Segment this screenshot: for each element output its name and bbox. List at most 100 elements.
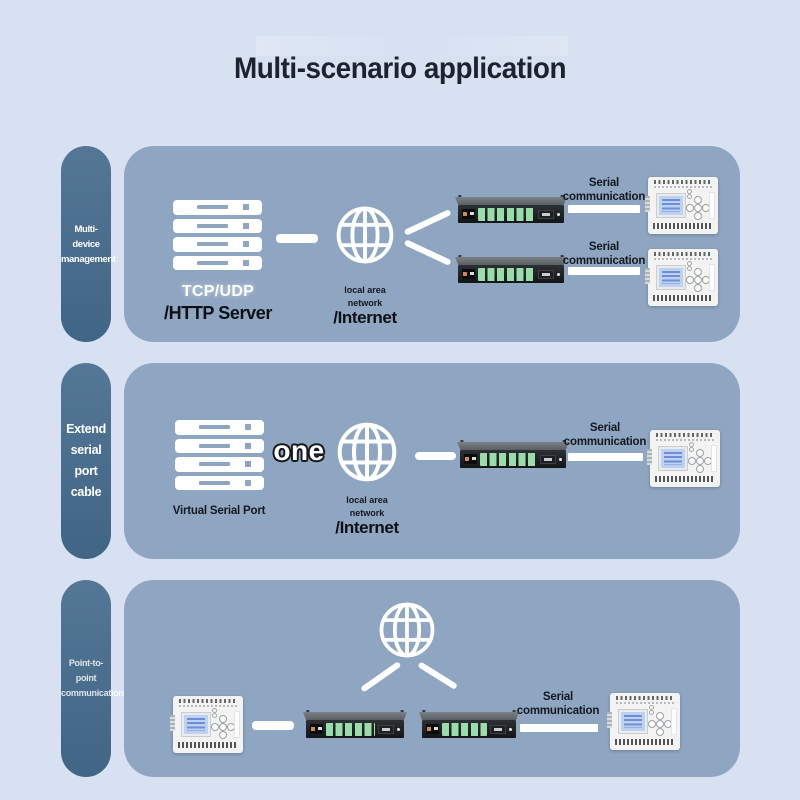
plc-controller-device — [645, 177, 718, 234]
side-connector — [647, 449, 652, 465]
rack-top — [455, 197, 567, 205]
serial-port — [538, 269, 554, 279]
tab-label-line: port — [74, 464, 98, 478]
terminal-row-top — [656, 433, 714, 441]
plc-controller-device — [607, 693, 680, 750]
globe-internet-icon — [336, 421, 398, 483]
rack-top — [455, 257, 567, 265]
lcd-screen — [619, 710, 647, 733]
serial-server-device — [455, 194, 567, 225]
rack-front — [458, 265, 564, 283]
rack-front — [306, 720, 404, 738]
branch-line — [403, 239, 452, 266]
ethernet-port — [462, 209, 475, 219]
branch-line — [403, 209, 452, 236]
terminal-row-top — [179, 699, 237, 707]
mini-buttons — [649, 705, 671, 715]
lcd-screen — [657, 194, 685, 217]
serial-port — [540, 454, 556, 464]
link-dash — [276, 234, 318, 243]
serial-port — [378, 724, 394, 734]
serial-port — [490, 724, 506, 734]
right-edge — [711, 445, 717, 472]
rack-top — [457, 442, 569, 450]
serial-server-device — [455, 254, 567, 285]
led-indicator — [557, 272, 560, 276]
tab-label-line: Extend — [66, 422, 106, 436]
branch-line — [417, 661, 458, 690]
serial-communication-label: Serial communication — [516, 691, 600, 717]
terminal-row-bottom — [653, 295, 713, 301]
side-connector — [607, 712, 612, 728]
tab-label-line: serial — [70, 443, 102, 457]
serial-link-bar — [520, 724, 598, 732]
right-edge — [709, 192, 715, 219]
network-label-small: local area network — [346, 495, 388, 518]
lcd-screen — [659, 447, 687, 470]
scenario-tab-multi-device-management: Multi-device management — [61, 146, 116, 342]
serial-port — [538, 209, 554, 219]
scenario-tab-point-to-point-communication: Point-to-point communication — [61, 580, 124, 777]
serial-communication-label: Serial communication — [562, 177, 646, 203]
scenario-panel-point-to-point-communication: Serial communication — [124, 580, 740, 777]
ethernet-port — [462, 269, 475, 279]
plc-controller-device — [647, 430, 720, 487]
terminal-blocks — [326, 722, 375, 736]
serial-communication-label: Serial communication — [562, 241, 646, 267]
right-edge — [234, 711, 240, 738]
tab-label-line: communication — [61, 688, 124, 698]
scenario-panel-extend-serial-port-cable: Virtual Serial Port one local area netwo… — [124, 363, 740, 559]
mini-buttons — [687, 189, 709, 199]
plc-controller-device — [645, 249, 718, 306]
link-dash — [415, 452, 456, 460]
rack-top — [303, 712, 407, 720]
globe-internet-icon — [335, 205, 395, 265]
right-edge — [709, 264, 715, 291]
terminal-blocks — [478, 267, 535, 281]
led-indicator — [557, 212, 560, 216]
right-edge — [671, 708, 677, 735]
led-indicator — [559, 457, 562, 461]
server-type-label: /HTTP Server — [164, 303, 272, 323]
button-pad — [686, 268, 710, 292]
terminal-row-bottom — [615, 739, 675, 745]
led-indicator — [397, 727, 400, 731]
network-label-main: /Internet — [335, 518, 399, 537]
button-pad — [648, 712, 672, 736]
serial-communication-label: Serial communication — [563, 422, 647, 448]
terminal-row-top — [616, 696, 674, 704]
globe-internet-icon — [378, 601, 436, 659]
server-icon — [175, 420, 264, 490]
terminal-blocks — [480, 452, 537, 466]
page-title: Multi-scenario application — [233, 52, 567, 85]
server-icon — [173, 200, 262, 270]
rack-front — [422, 720, 516, 738]
terminal-blocks — [478, 207, 535, 221]
rack-front — [458, 205, 564, 223]
side-connector — [645, 196, 650, 212]
network-label-main: /Internet — [333, 308, 397, 327]
side-connector — [170, 715, 175, 731]
overlay-text-one: one — [273, 435, 325, 466]
terminal-row-bottom — [655, 476, 715, 482]
branch-line — [360, 661, 402, 693]
mini-buttons — [689, 442, 711, 452]
serial-server-device — [419, 709, 519, 740]
terminal-row-bottom — [653, 223, 713, 229]
terminal-row-top — [654, 252, 712, 260]
tab-label-line: management — [61, 253, 116, 265]
mini-buttons — [212, 708, 234, 718]
network-label-small: local area network — [344, 285, 386, 308]
tab-label-line: Point-to-point — [68, 658, 104, 683]
server-caption: Virtual Serial Port — [172, 505, 266, 517]
terminal-row-top — [654, 180, 712, 188]
serial-link-bar — [568, 205, 640, 213]
plc-controller-device — [170, 696, 243, 753]
rack-top — [419, 712, 519, 720]
mini-buttons — [687, 261, 709, 271]
terminal-blocks — [442, 722, 487, 736]
button-pad — [686, 196, 710, 220]
serial-server-device — [303, 709, 407, 740]
tab-label-line: cable — [70, 485, 102, 499]
